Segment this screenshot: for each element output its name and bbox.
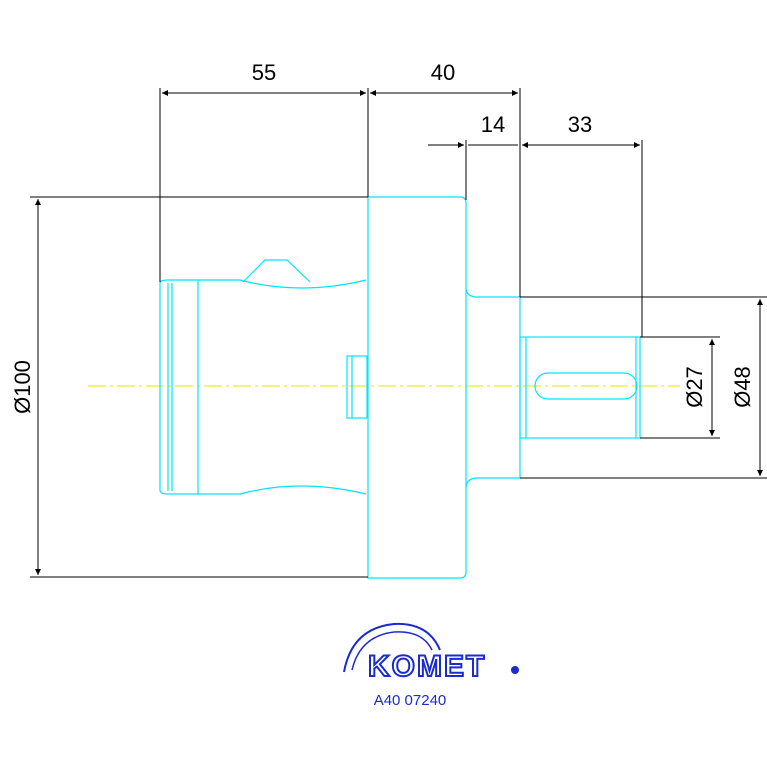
komet-logo: KOMET	[343, 622, 519, 684]
spigot-slot	[534, 372, 638, 400]
dim-label-dia27: Ø27	[682, 366, 707, 408]
dim-label-dia100: Ø100	[10, 360, 35, 414]
dim-label-dia48: Ø48	[730, 366, 755, 408]
dim-label-40: 40	[431, 60, 455, 85]
spigot	[519, 336, 641, 439]
sleeve-body	[159, 279, 367, 495]
dim-label-14: 14	[481, 112, 505, 137]
registered-mark-icon	[511, 666, 519, 674]
flange-body	[367, 196, 467, 579]
logo-arc	[343, 622, 441, 673]
logo-text: KOMET	[368, 650, 486, 683]
dim-label-33: 33	[568, 112, 592, 137]
dim-label-55: 55	[252, 60, 276, 85]
sleeve-groove	[242, 259, 311, 283]
part-number: A40 07240	[374, 692, 447, 709]
neck	[465, 287, 521, 489]
dimension-lines	[30, 88, 767, 578]
part-outline	[159, 196, 641, 579]
sleeve-key	[346, 355, 368, 419]
